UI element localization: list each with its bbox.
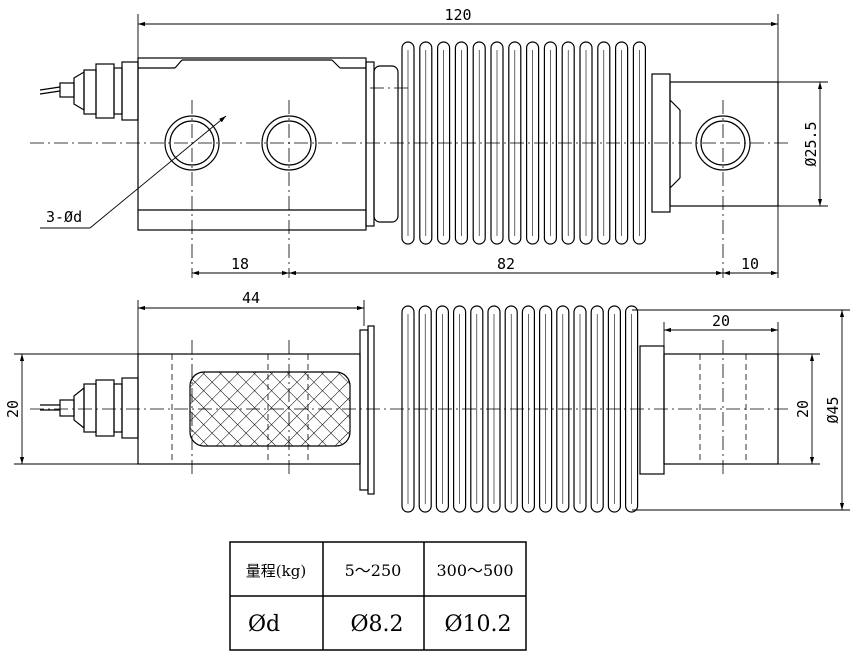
dim-left-height: 20 — [4, 400, 22, 418]
dim-diameter-right: Ø25.5 — [802, 121, 820, 166]
dim-diameter-bellows: Ø45 — [824, 396, 842, 423]
top-cable — [39, 61, 139, 121]
hole-callout: 3-Ød — [46, 208, 82, 226]
top-dimensions — [40, 14, 828, 278]
spec-diameter-col1: Ø8.2 — [350, 612, 403, 637]
dim-body: 44 — [242, 289, 260, 307]
spec-row-label: Ød — [248, 612, 280, 637]
spec-table — [229, 541, 527, 651]
top-view — [30, 14, 828, 278]
side-body — [137, 325, 375, 495]
dim-right-height: 20 — [794, 400, 812, 418]
side-end-block — [639, 345, 779, 475]
side-view — [14, 300, 850, 513]
dim-right-width: 20 — [712, 312, 730, 330]
spec-range-col2: 300～500 — [436, 561, 513, 580]
dim-overall-length: 120 — [444, 6, 471, 24]
dim-hole-spacing: 18 — [231, 255, 249, 273]
spec-header-label: 量程(kg) — [246, 562, 306, 580]
dim-middle: 82 — [497, 255, 515, 273]
side-center-lines — [30, 340, 790, 478]
spec-diameter-col2: Ø10.2 — [444, 612, 511, 637]
side-dimensions — [14, 300, 850, 511]
spec-range-col1: 5～250 — [345, 561, 402, 580]
top-center-lines — [30, 87, 790, 278]
side-cable — [40, 377, 139, 439]
top-body — [137, 57, 399, 231]
dim-right-end: 10 — [741, 255, 759, 273]
